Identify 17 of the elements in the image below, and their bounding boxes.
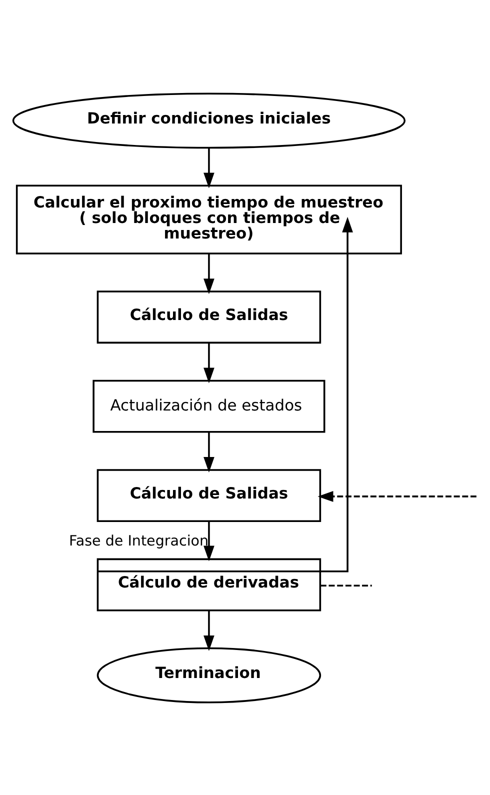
node-box: Cálculo de Salidas (96, 468, 322, 522)
node-box: Cálculo de derivadas (96, 558, 322, 611)
node-box: Calcular el proximo tiempo de muestreo ( solo bloques con tiempos de muestreo) (16, 184, 402, 254)
arrow (204, 147, 214, 188)
node-box: Cálculo de Salidas (96, 290, 322, 344)
arrow (204, 342, 214, 383)
arrow (204, 521, 214, 561)
arrow (204, 432, 214, 472)
edge-label: Fase de Integracion (68, 533, 209, 550)
connector (320, 584, 372, 586)
arrow (204, 610, 214, 650)
node-box: Actualización de estados (92, 379, 326, 432)
arrow (318, 490, 476, 502)
node-ellipse: Definir condiciones iniciales (12, 92, 406, 148)
arrow (98, 216, 353, 572)
node-ellipse: Terminacion (96, 646, 322, 703)
arrow (204, 253, 214, 294)
